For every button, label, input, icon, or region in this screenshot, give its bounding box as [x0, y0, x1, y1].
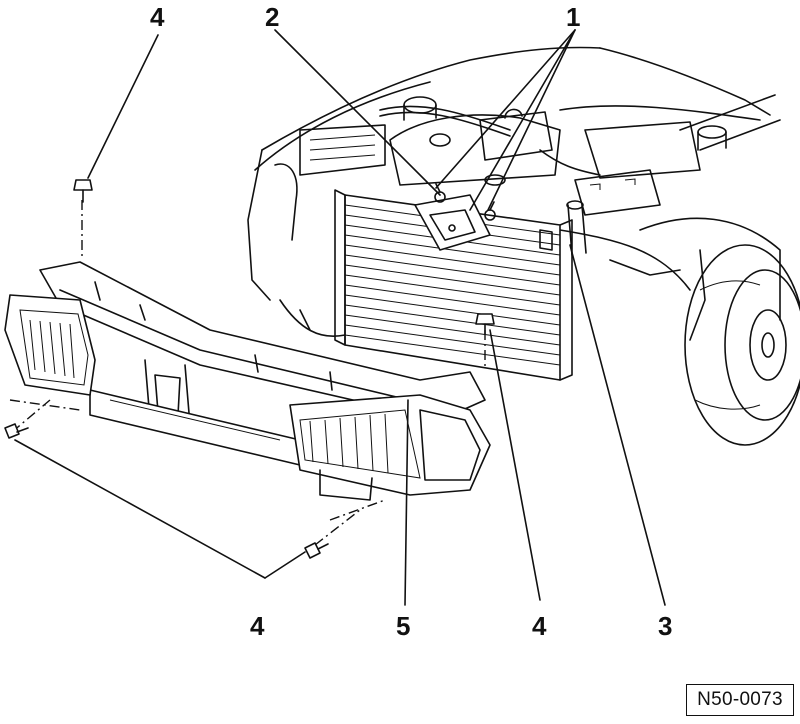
bolt-icon: [4, 423, 29, 439]
bolts: [4, 179, 495, 559]
lock-carrier: [4, 261, 491, 501]
car-front-body: [247, 46, 781, 341]
assembly-guide-lines: [9, 200, 486, 546]
bolt-icon: [304, 542, 329, 559]
callout-5: 5: [396, 611, 410, 641]
leader-lines: [14, 29, 666, 606]
bolt-icon: [73, 179, 93, 203]
callout-1: 1: [566, 2, 580, 32]
callouts: 4 2 1 4 5 4 3: [150, 2, 672, 641]
callout-2: 2: [265, 2, 279, 32]
callout-4-bottom-right: 4: [532, 611, 547, 641]
bolt-icon: [475, 313, 495, 335]
front-wheel: [684, 244, 800, 446]
radiator: [334, 189, 573, 381]
figure-reference-code: N50-0073: [686, 684, 794, 716]
callout-4-top-left: 4: [150, 2, 165, 32]
callout-3: 3: [658, 611, 672, 641]
engine-components: [379, 96, 727, 291]
callout-4-bottom-left: 4: [250, 611, 265, 641]
